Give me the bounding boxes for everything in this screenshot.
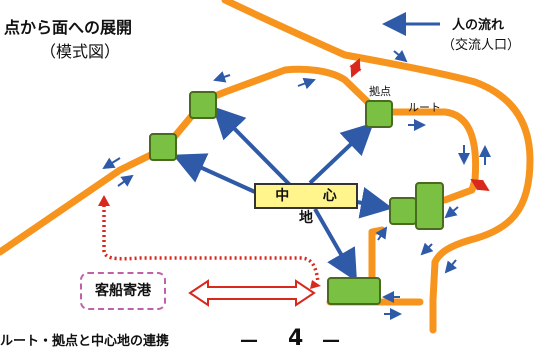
flow-arrow-small (375, 226, 388, 241)
red-exchange-arrow (349, 58, 362, 78)
port-dotted-arrowhead-down (310, 280, 321, 289)
legend-subtitle: （交流人口） (442, 38, 521, 53)
port-double-arrow (188, 279, 316, 307)
hub-node (149, 133, 177, 161)
flow-arrow-small (420, 242, 434, 256)
hub-label: 拠点 (369, 85, 391, 98)
center-flow-arrows (172, 106, 393, 282)
hub-node-port (327, 277, 381, 305)
center-label: 中 心 地 (254, 183, 361, 226)
hub-node (189, 91, 217, 119)
page-dash-left: — (240, 330, 258, 351)
route-label: ルート (408, 101, 441, 114)
center-to-hub-arrow (308, 122, 374, 185)
hub-node-large (415, 182, 444, 230)
flow-arrow-small (297, 77, 316, 90)
small-flow-arrows (102, 49, 491, 320)
flow-arrow-small (444, 205, 459, 219)
diagram-title: 点から面への展開 (4, 18, 133, 37)
hub-node (389, 197, 417, 225)
hub-node (365, 100, 393, 128)
center-to-hub-arrow (212, 106, 292, 187)
center-to-hub-arrow (313, 208, 357, 282)
port-dotted-arrow (102, 205, 320, 283)
route-outer-loop (221, 0, 534, 334)
diagram-subtitle: （模式図） (40, 42, 121, 61)
page-number: 4 (288, 326, 304, 351)
port-dotted-arrowhead-up (98, 195, 110, 206)
flow-arrow-small (117, 174, 134, 187)
red-exchange-arrows (349, 58, 490, 192)
flow-arrow-small (393, 49, 408, 63)
center-to-hub-arrow (356, 187, 393, 219)
flow-arrow-small (102, 157, 121, 170)
flow-arrow-small (444, 259, 458, 274)
red-exchange-arrow (470, 178, 490, 192)
flow-arrow-small (213, 71, 231, 83)
port-label: 客船寄港 (80, 272, 166, 310)
legend-title: 人の流れ (452, 18, 505, 33)
center-to-hub-arrow (172, 153, 256, 194)
page-dash-right: — (322, 330, 340, 351)
caption: ルート・拠点と中心地の連携 (0, 334, 170, 349)
hubs (149, 91, 444, 305)
